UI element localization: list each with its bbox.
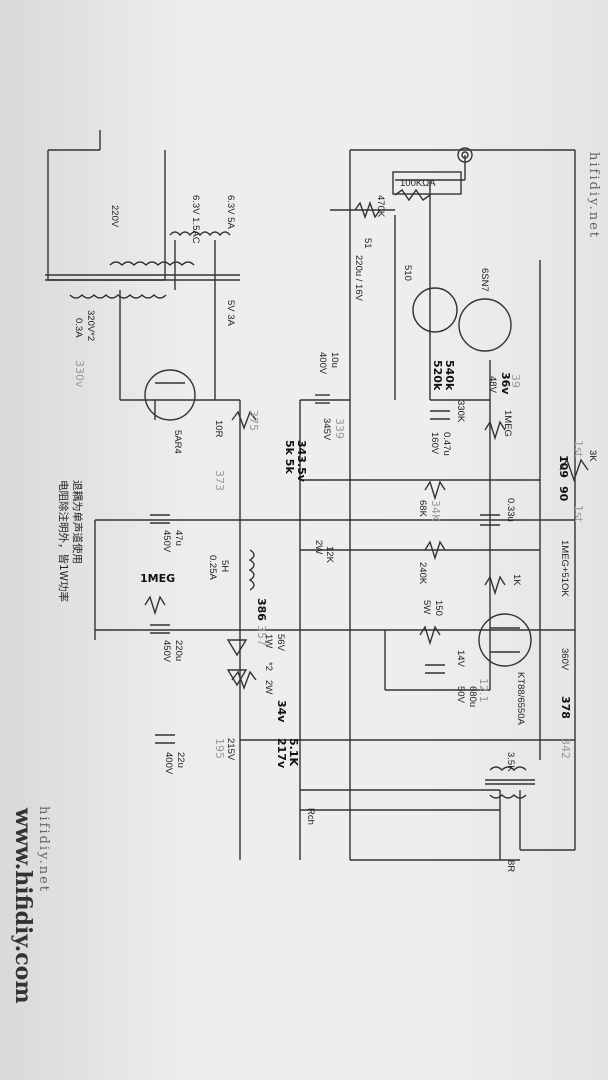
- v360-label: 360V: [559, 648, 570, 671]
- rectifier-tube-5ar4: [144, 369, 196, 421]
- r56w-label: 1W: [263, 634, 274, 648]
- hand-1meg: 1MEG: [140, 572, 175, 585]
- pot-label: 100KΩA: [400, 178, 436, 189]
- power-tube-label: KT88/6550A: [515, 672, 526, 725]
- hand-1st-a: 1st: [572, 505, 585, 523]
- hand-109: 109: [557, 455, 570, 478]
- hand-342: 342: [559, 738, 572, 759]
- power-transformer: [45, 231, 240, 299]
- hand-34k: 34K: [429, 500, 442, 522]
- hand-34v: 34v: [275, 700, 288, 723]
- c220a-label: 220u: [173, 640, 184, 661]
- r12kw-label: 2W: [313, 540, 324, 554]
- r56-label: 56V: [275, 634, 286, 652]
- c22v-label: 400V: [163, 752, 174, 775]
- r240k-label: 240K: [417, 562, 428, 585]
- speaker-label: 8R: [505, 860, 516, 872]
- r330k-label: 330K: [455, 400, 466, 423]
- hand-36v: 36v: [499, 372, 512, 395]
- hv-label: 320V*2: [85, 310, 96, 341]
- hand-373: 373: [213, 470, 226, 491]
- power-tube-kt88: [478, 613, 532, 667]
- hand-386: 386: [255, 598, 268, 621]
- choke-label: 5H: [219, 560, 230, 572]
- r2w-label: 2W: [263, 680, 274, 694]
- r510-label: 510: [402, 265, 413, 281]
- v14-label: 14V: [455, 650, 466, 668]
- r1k-label: 1K: [511, 574, 522, 586]
- passive-components: [144, 394, 589, 744]
- r12k-label: 12K: [324, 546, 335, 564]
- v345-label: 345V: [321, 418, 332, 441]
- brand-logo: www.hifidiy.com: [10, 807, 36, 1004]
- rectifier-label: 5AR4: [172, 430, 183, 454]
- c220av-label: 450V: [161, 640, 172, 663]
- hand-217v: 217v: [275, 738, 288, 769]
- hand-520k: 520k: [431, 360, 444, 391]
- c47-label: 47u: [173, 530, 184, 546]
- watermark-top: hifidiy.net: [586, 152, 601, 239]
- r1meg-a-label: 1MEG: [502, 410, 513, 437]
- watermark-bottom: hifidiy.net: [36, 806, 51, 893]
- v48-label: 48V: [487, 376, 498, 394]
- hand-343-5: 343.5v: [295, 440, 308, 483]
- note-line1: 退耦为单声道使用: [71, 480, 84, 564]
- hand-5-1k: 5.1K: [287, 738, 300, 766]
- r51-label: 51: [362, 238, 373, 249]
- input-jack: [457, 147, 473, 163]
- hand-5k: 5k 5k: [283, 440, 296, 474]
- hand-357: 357: [255, 625, 268, 646]
- c047v-label: 160V: [429, 432, 440, 455]
- c10u-label: 10u: [329, 352, 340, 368]
- hand-90: 90: [557, 486, 570, 502]
- hand-12-1: 12.1: [477, 678, 490, 703]
- hv-current-label: 0.3A: [73, 318, 84, 338]
- hand-195: 195: [213, 738, 226, 759]
- volume-pot: [392, 171, 462, 202]
- c220u-label: 220u / 16V: [353, 255, 364, 302]
- driver-tube-6sn7: [412, 287, 512, 352]
- v215-label: 215V: [225, 738, 236, 761]
- rch-label: Rch: [305, 808, 316, 825]
- output-transformer: [485, 766, 535, 799]
- hand-339: 339: [333, 418, 346, 439]
- mains-label: 220V: [109, 205, 120, 228]
- r3k-label: 3K: [587, 450, 598, 462]
- filament2-label: 6.3V 1.5AC: [190, 195, 201, 244]
- hand-378: 378: [559, 696, 572, 719]
- hand-39: 39: [509, 374, 522, 388]
- filament1-label: 6.3V 5A: [225, 195, 236, 229]
- wiring: [47, 130, 576, 861]
- r1meg51k-label: 1MEG+51OK: [559, 540, 570, 597]
- r150w-label: 5W: [421, 600, 432, 614]
- c033-label: 0.33u: [505, 498, 516, 522]
- c680v-label: 50V: [455, 686, 466, 704]
- c047-label: 0.47u: [441, 432, 452, 456]
- resistor-470k: [354, 200, 381, 220]
- c10uv-label: 400V: [317, 352, 328, 375]
- r470k-label: 470K: [375, 195, 386, 218]
- hand-1st-b: 1st: [572, 440, 585, 458]
- r10-label: 10R: [213, 420, 224, 438]
- choke-i-label: 0.25A: [207, 555, 218, 580]
- driver-tube-label: 6SN7: [479, 268, 490, 292]
- c47v-label: 450V: [161, 530, 172, 553]
- ot-label: 3.5K: [505, 752, 516, 772]
- r68k-label: 68K: [417, 500, 428, 518]
- hand-375: 375: [247, 410, 260, 431]
- hand-540k: 540k: [443, 360, 456, 391]
- r56n-label: *2: [263, 662, 274, 671]
- r150-label: 150: [433, 600, 444, 616]
- note-line2: 电阻除注明外，皆1W功率: [57, 480, 70, 602]
- rect-fil-label: 5V 3A: [225, 300, 236, 327]
- c680-label: 680u: [467, 686, 478, 707]
- hv-handwritten: 330v: [73, 360, 86, 388]
- c22-label: 22u: [175, 752, 186, 768]
